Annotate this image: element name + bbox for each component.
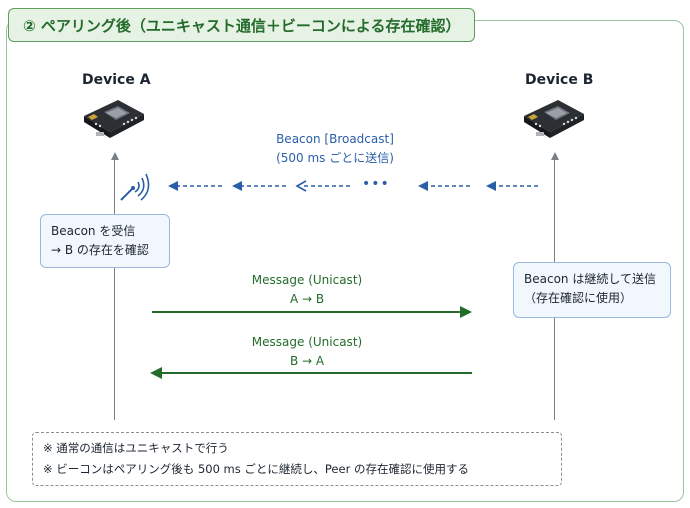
device-b-note: Beacon は継続して送信 （存在確認に使用） — [513, 262, 671, 318]
device-b-note-line2: （存在確認に使用） — [524, 291, 633, 305]
message-a-to-b-label: Message (Unicast) A → B — [232, 271, 382, 309]
beacon-broadcast-label: Beacon [Broadcast] (500 ms ごとに送信) — [250, 130, 420, 168]
message-a-to-b-direction: A → B — [289, 292, 325, 306]
beacon-title: Beacon [Broadcast] — [276, 132, 394, 146]
message-b-to-a-label: Message (Unicast) B → A — [232, 333, 382, 371]
device-a-board-icon — [84, 100, 144, 138]
device-b-lifeline-arrowhead — [551, 152, 559, 160]
device-b-note-line1: Beacon は継続して送信 — [524, 272, 656, 286]
footer-note-1: ※ 通常の通信はユニキャストで行う — [43, 441, 229, 455]
device-a-lifeline-arrowhead — [111, 152, 119, 160]
message-b-to-a-direction: B → A — [289, 354, 325, 368]
diagram-title: ② ペアリング後（ユニキャスト通信＋ビーコンによる存在確認） — [8, 8, 476, 42]
footer-notes: ※ 通常の通信はユニキャストで行う ※ ビーコンはペアリング後も 500 ms … — [32, 432, 562, 486]
device-a-label: Device A — [82, 72, 151, 88]
device-b-board-icon — [524, 100, 584, 138]
device-a-note-line1: Beacon を受信 — [51, 224, 136, 238]
device-a-note: Beacon を受信 → B の存在を確認 — [40, 214, 170, 268]
beacon-interval: (500 ms ごとに送信) — [276, 151, 394, 165]
beacon-ellipsis: ••• — [362, 176, 390, 192]
device-a-lifeline — [114, 158, 115, 420]
footer-note-2: ※ ビーコンはペアリング後も 500 ms ごとに継続し、Peer の存在確認に… — [43, 462, 469, 476]
message-b-to-a-title: Message (Unicast) — [251, 335, 363, 349]
device-a-note-line2: → B の存在を確認 — [51, 243, 149, 257]
message-a-to-b-title: Message (Unicast) — [251, 273, 363, 287]
device-b-label: Device B — [525, 72, 594, 88]
